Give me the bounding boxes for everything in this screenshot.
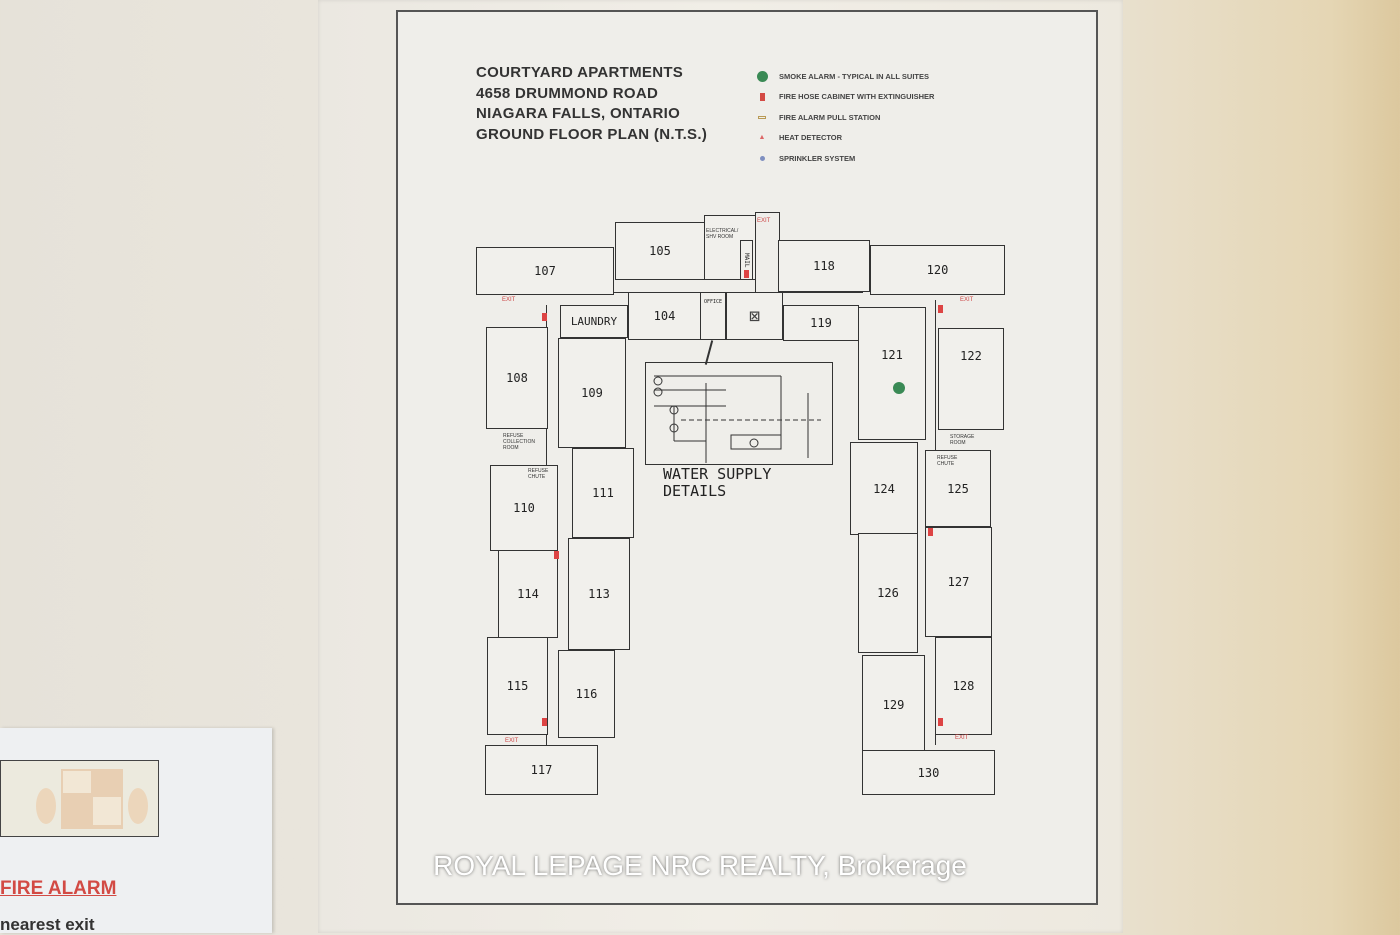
watermark: ROYAL LEPAGE NRC REALTY, Brokerage [433, 850, 967, 881]
fire-hose-cabinet-icon [542, 313, 547, 321]
legend-label: FIRE ALARM PULL STATION [779, 112, 881, 122]
unit-121-label: 121 [881, 348, 903, 362]
exit-label: EXIT [955, 735, 969, 741]
unit-119: 119 [783, 305, 859, 341]
unit-110: 110 [490, 465, 558, 551]
unit-126: 126 [858, 533, 918, 653]
nearest-exit-text: nearest exit [0, 915, 95, 934]
refuse-room-label: REFUSE COLLECTION ROOM [503, 433, 535, 451]
unit-122-label: 122 [960, 349, 982, 363]
unit-129: 129 [862, 655, 925, 755]
elevator: ⊠ [726, 292, 783, 340]
legend-label: SPRINKLER SYSTEM [779, 153, 856, 163]
pull-station-icon [755, 115, 769, 119]
exit-label: EXIT [505, 738, 519, 744]
legend-label: HEAT DETECTOR [779, 133, 843, 143]
fire-alarm-heading: FIRE ALARM [0, 878, 117, 899]
crest-image [36, 769, 148, 829]
sprinkler-icon [755, 155, 769, 161]
exit-label: EXIT [960, 297, 974, 303]
title-line: COURTYARD APARTMENTS [476, 64, 684, 81]
unit-114: 114 [498, 550, 558, 638]
unit-127: 127 [925, 527, 992, 637]
office: OFFICE [700, 292, 726, 340]
smoke-alarm-icon [893, 382, 905, 394]
legend-label: FIRE HOSE CABINET WITH EXTINGUISHER [779, 92, 935, 102]
legend: SMOKE ALARM - TYPICAL IN ALL SUITES FIRE… [755, 66, 934, 169]
unit-107: 107 [476, 247, 614, 295]
unit-122: 122 [938, 328, 1004, 430]
water-supply-line1: WATER SUPPLY [663, 465, 772, 483]
plan-subtitle: GROUND FLOOR PLAN (N.T.S.) [476, 125, 708, 143]
unit-117: 117 [485, 745, 598, 795]
electrical-room-label: ELECTRICAL/ SHV ROOM [706, 228, 739, 240]
unit-125: 125 [925, 450, 991, 527]
fire-hose-cabinet-icon [928, 528, 933, 536]
exit-label: EXIT [502, 297, 516, 303]
unit-120: 120 [870, 245, 1005, 295]
water-supply-schematic [653, 375, 821, 463]
storage-room-label: STORAGE ROOM [950, 434, 975, 446]
crest-logo [0, 760, 159, 837]
refuse-chute-label: REFUSE CHUTE [937, 455, 958, 467]
mail-room: MAIL [740, 240, 753, 280]
city-line: NIAGARA FALLS, ONTARIO [476, 105, 681, 122]
water-supply-caption: WATER SUPPLY DETAILS [663, 466, 771, 500]
unit-109: 109 [558, 338, 626, 448]
heat-detector-icon: ▲ [758, 134, 766, 142]
unit-115: 115 [487, 637, 548, 735]
entrance-vestibule [755, 212, 780, 292]
unit-116: 116 [558, 650, 615, 738]
plan-title: COURTYARD APARTMENTS 4658 DRUMMOND ROAD … [476, 63, 707, 145]
fire-hose-cabinet-icon [938, 305, 943, 313]
unit-124: 124 [850, 442, 918, 535]
unit-121: 121 [858, 307, 926, 440]
laundry-room: LAUNDRY [560, 305, 628, 338]
smoke-alarm-icon [755, 70, 769, 82]
legend-label: SMOKE ALARM - TYPICAL IN ALL SUITES [779, 71, 930, 81]
unit-108: 108 [486, 327, 548, 429]
fire-hose-cabinet-icon [755, 92, 769, 101]
water-supply-line2: DETAILS [663, 482, 727, 500]
unit-113: 113 [568, 538, 630, 650]
unit-105: 105 [615, 222, 705, 280]
refuse-chute-label: REFUSE CHUTE [528, 468, 549, 480]
fire-hose-cabinet-icon [554, 551, 559, 559]
unit-104: 104 [628, 292, 701, 340]
unit-111: 111 [572, 448, 634, 538]
water-supply-diagram [645, 362, 833, 465]
fire-hose-cabinet-icon [542, 718, 547, 726]
unit-128: 128 [935, 637, 992, 735]
exit-label: EXIT [757, 218, 771, 224]
unit-130: 130 [862, 750, 995, 795]
fire-hose-cabinet-icon [744, 270, 749, 278]
unit-118: 118 [778, 240, 870, 292]
fire-hose-cabinet-icon [938, 718, 943, 726]
address-line: 4658 DRUMMOND ROAD [476, 84, 659, 102]
